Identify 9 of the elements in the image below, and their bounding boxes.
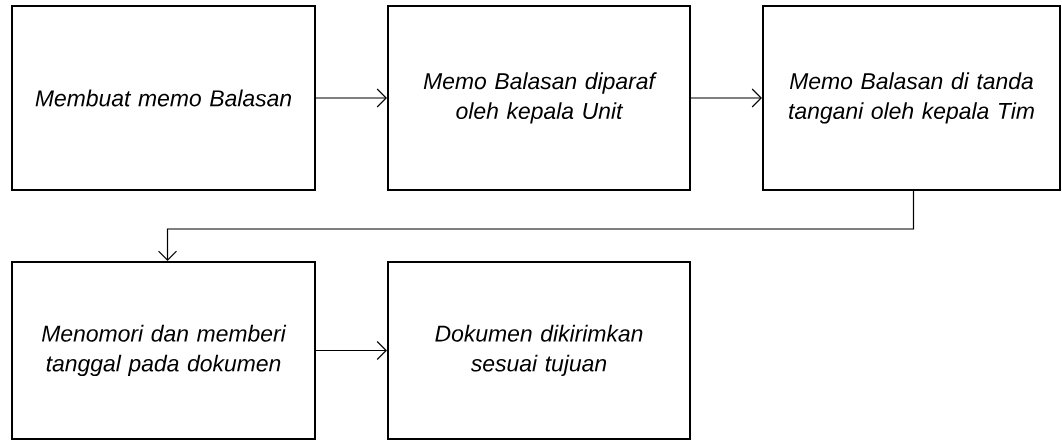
process-box: Membuat memo Balasan [11,5,316,191]
process-box: Memo Balasan diparaf oleh kepala Unit [387,5,691,191]
arrow [690,88,762,108]
process-box: Memo Balasan di tanda tangani oleh kepala Tim [762,5,1061,191]
process-box: Dokumen dikirimkan sesuai tujuan [387,261,691,440]
process-box: Menomori dan memberi tanggal pada dokumen [11,261,316,440]
arrow [315,88,387,108]
arrow [157,190,915,261]
arrow [315,340,387,361]
